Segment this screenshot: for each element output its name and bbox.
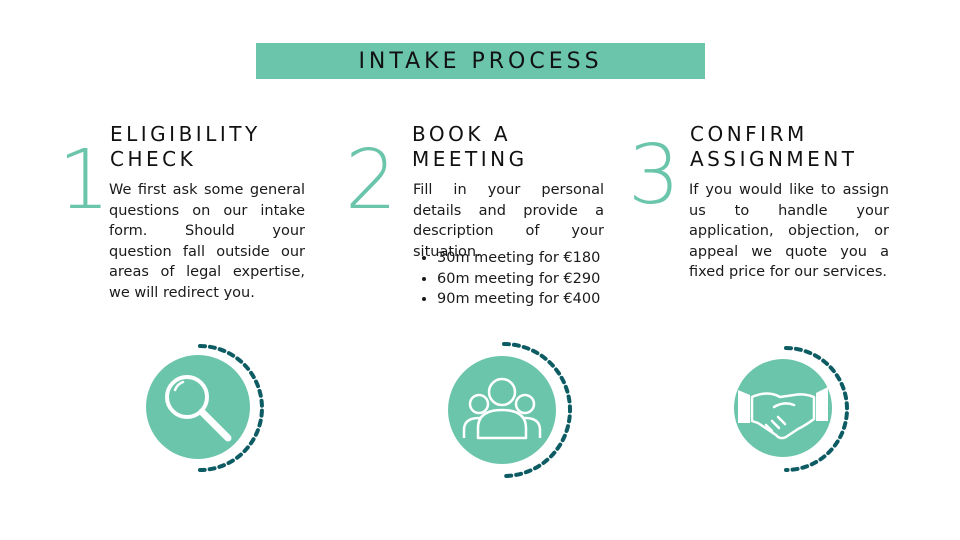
pricing-item: 90m meeting for €400 <box>437 289 600 310</box>
people-group-icon <box>448 342 572 478</box>
magnifying-glass-icon <box>146 344 264 472</box>
step-description: We first ask some general questions on o… <box>109 180 305 303</box>
title-banner: INTAKE PROCESS <box>256 43 705 79</box>
step-title-line-2: CHECK <box>110 147 197 171</box>
step-number: 3 <box>628 128 681 223</box>
page-title: INTAKE PROCESS <box>358 48 603 74</box>
step-title-line-1: ELIGIBILITY <box>110 122 261 146</box>
step-title-line-1: BOOK A <box>412 122 512 146</box>
step-title: CONFIRM ASSIGNMENT <box>690 122 858 172</box>
pricing-list: 30m meeting for €180 60m meeting for €29… <box>413 248 600 310</box>
step-description-text: Fill in your personal details and provid… <box>413 182 604 260</box>
step-title-line-2: ASSIGNMENT <box>690 147 858 171</box>
step-description-text: We first ask some general questions on o… <box>109 182 305 301</box>
step-number: 2 <box>345 133 398 228</box>
step-description: Fill in your personal details and provid… <box>413 180 604 262</box>
step-title-line-1: CONFIRM <box>690 122 808 146</box>
step-description-text: If you would like to assign us to handle… <box>689 182 889 280</box>
pricing-item: 60m meeting for €290 <box>437 269 600 290</box>
pricing-item: 30m meeting for €180 <box>437 248 600 269</box>
handshake-icon <box>734 346 849 472</box>
step-title: BOOK A MEETING <box>412 122 528 172</box>
step-number: 1 <box>58 133 111 228</box>
step-description: If you would like to assign us to handle… <box>689 180 889 283</box>
step-title-line-2: MEETING <box>412 147 528 171</box>
step-title: ELIGIBILITY CHECK <box>110 122 261 172</box>
